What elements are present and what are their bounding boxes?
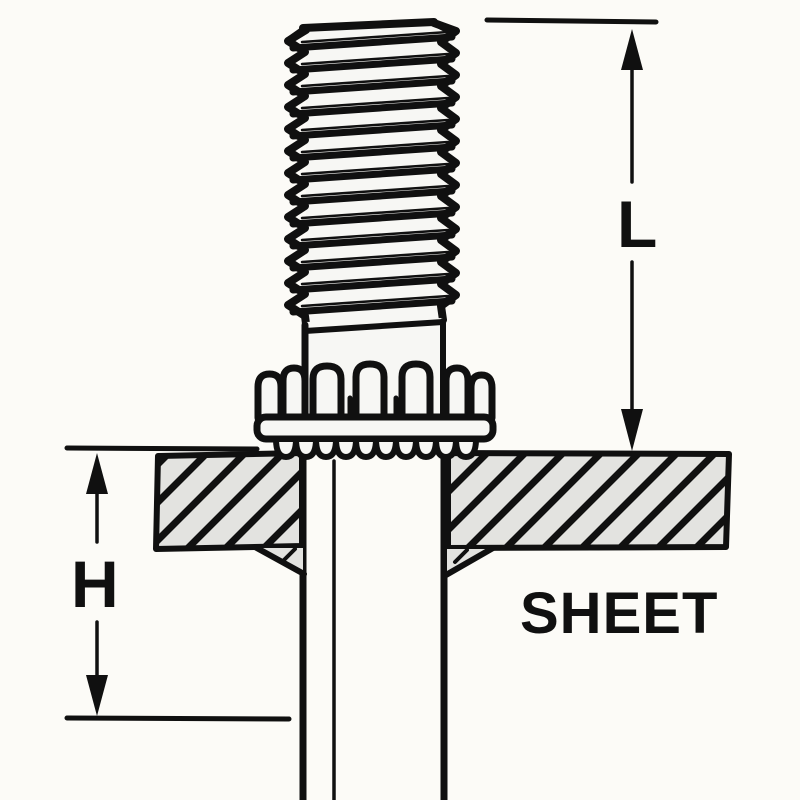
collar-rib <box>309 362 345 422</box>
collar-rib <box>442 364 472 422</box>
dimension-l: L <box>484 17 659 451</box>
collar-band <box>253 413 497 443</box>
thread-top-chamfers <box>285 18 458 44</box>
clinch-flare-right <box>443 545 496 578</box>
dimension-h-arrow-up <box>86 453 108 494</box>
collar-rib <box>279 364 309 422</box>
threaded-stud-section <box>284 18 460 328</box>
dimension-l-extension-line <box>484 17 659 25</box>
dimension-l-arrow-up <box>621 29 643 70</box>
sheet-left-block <box>153 450 305 552</box>
collar-rib <box>352 360 388 422</box>
thread-top-edge <box>299 18 438 32</box>
thread-left-edge <box>284 26 310 328</box>
thread-lines <box>289 33 456 316</box>
dimension-h-label: H <box>71 547 119 621</box>
collar-rib <box>398 360 434 422</box>
dimension-h: H <box>64 445 292 722</box>
thread-right-edge <box>430 19 460 324</box>
sheet-left-hatching <box>156 453 302 549</box>
dimension-h-extension-bottom <box>64 715 292 722</box>
dimension-h-arrow-down <box>86 675 108 716</box>
stud-shank <box>299 435 448 800</box>
collar-rib <box>254 370 285 422</box>
neck-shoulder-line <box>302 319 446 334</box>
thread-crest-highlights <box>300 30 450 308</box>
sheet-right-hatching <box>448 453 729 548</box>
clinch-flare-left <box>252 544 307 577</box>
collar-rib <box>467 371 496 422</box>
sheet-cross-section <box>153 450 732 578</box>
dimension-l-label: L <box>617 187 657 261</box>
sheet-label: SHEET <box>520 581 718 646</box>
dimension-l-arrow-down <box>621 409 643 451</box>
knurled-collar <box>253 360 497 460</box>
collar-serrations <box>273 436 479 460</box>
dimension-h-extension-top <box>64 445 260 452</box>
